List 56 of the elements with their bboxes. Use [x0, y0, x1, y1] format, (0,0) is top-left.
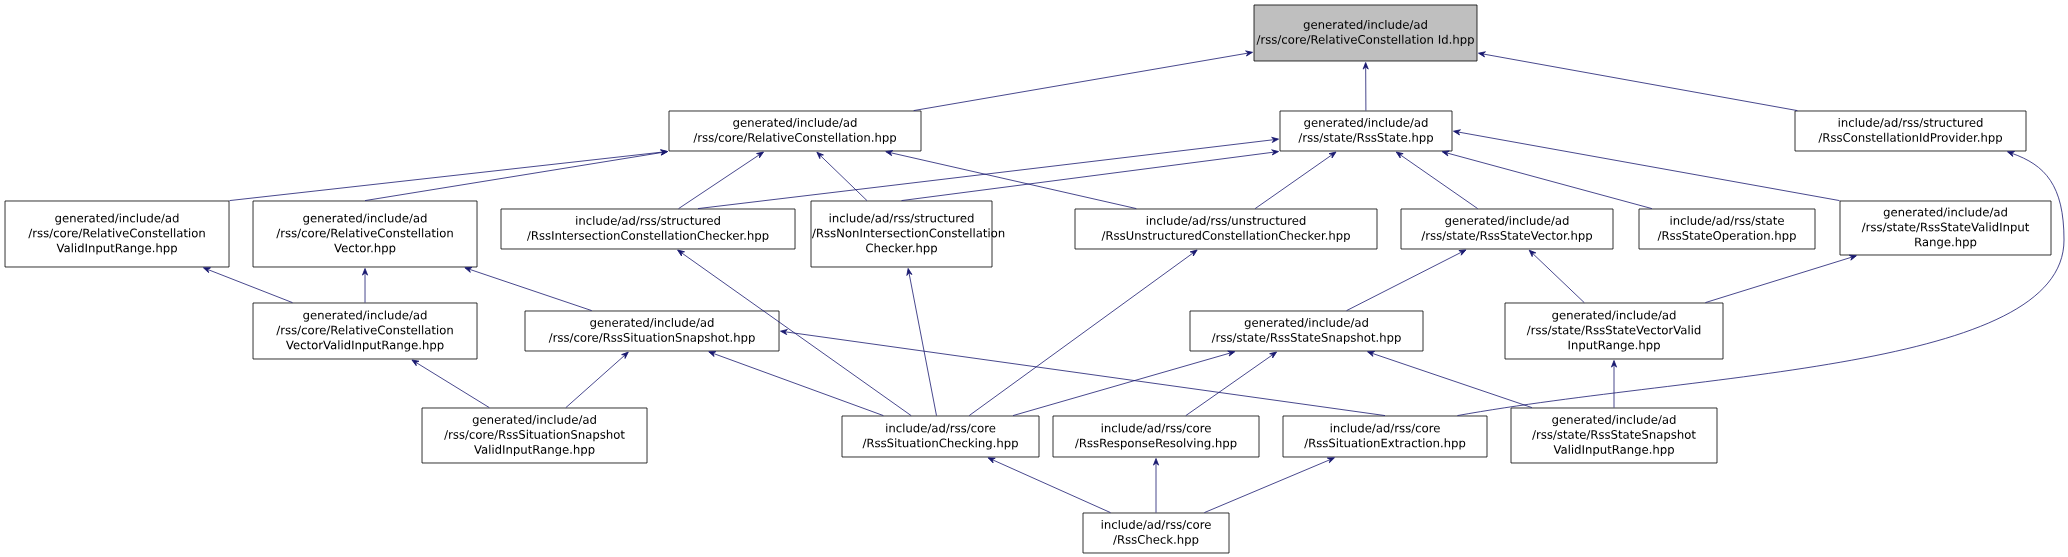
- file-box: generated/include/ad /rss/core/RelativeConstellation VectorValidInputRange.hpp: [252, 302, 478, 360]
- arrow: [780, 329, 1386, 416]
- file-box: generated/include/ad /rss/core/RelativeConstellation Id.hpp: [1253, 4, 1478, 62]
- arrow: [1441, 150, 1653, 209]
- file-box: include/ad/rss/structured /RssIntersectionConstellationChecker.hpp: [500, 208, 796, 250]
- arrow: [697, 136, 1279, 209]
- file-box: include/ad/rss/structured /RssConstellationIdProvider.hpp: [1794, 110, 2027, 152]
- arrow: [1346, 249, 1467, 311]
- arrow: [913, 50, 1253, 111]
- arrow: [1204, 457, 1335, 513]
- arrow: [708, 351, 884, 416]
- arrow: [906, 268, 937, 416]
- file-box: generated/include/ad /rss/core/RelativeConstellation.hpp: [668, 110, 922, 152]
- arrow: [1453, 129, 1840, 201]
- arrow: [677, 249, 912, 416]
- arrow: [1153, 458, 1159, 513]
- file-box: generated/include/ad /rss/state/RssStateVector.hpp: [1400, 208, 1614, 250]
- file-box: generated/include/ad /rss/core/RelativeConstellation Vector.hpp: [252, 200, 478, 268]
- arrow: [1395, 151, 1479, 209]
- file-box: include/ad/rss/core /RssSituationChecking.hpp: [841, 415, 1040, 458]
- file-box: generated/include/ad /rss/core/RssSituationSnapshot ValidInputRange.hpp: [421, 407, 648, 464]
- arrow: [464, 267, 593, 311]
- arrow: [987, 457, 1111, 513]
- arrow: [1611, 360, 1617, 408]
- file-box: generated/include/ad /rss/state/RssStateVectorValid InputRange.hpp: [1504, 302, 1724, 360]
- arrow: [565, 351, 629, 408]
- file-box: include/ad/rss/unstructured /RssUnstructuredConstellationChecker.hpp: [1074, 208, 1378, 250]
- file-box: generated/include/ad /rss/state/RssStateValidInput Range.hpp: [1839, 200, 2052, 256]
- arrow: [1478, 51, 1798, 111]
- file-box: generated/include/ad /rss/state/RssState.hpp: [1279, 110, 1453, 152]
- file-box: generated/include/ad /rss/state/RssStateSnapshot ValidInputRange.hpp: [1510, 407, 1718, 464]
- arrow: [1185, 351, 1277, 416]
- arrow: [1457, 151, 2065, 416]
- file-box: include/ad/rss/core /RssSituationExtraction.hpp: [1282, 415, 1488, 458]
- arrow: [678, 151, 764, 209]
- arrow: [411, 359, 490, 408]
- arrow: [968, 249, 1198, 416]
- arrow: [1362, 62, 1369, 111]
- arrow: [362, 268, 368, 303]
- arrow: [885, 150, 1137, 209]
- arrow: [1705, 254, 1857, 303]
- arrow: [1528, 249, 1585, 303]
- file-box: include/ad/rss/state /RssStateOperation.hpp: [1638, 208, 1816, 250]
- file-box: include/ad/rss/core /RssResponseResolving.hpp: [1052, 415, 1260, 458]
- arrow: [1254, 151, 1337, 209]
- file-box: generated/include/ad /rss/core/RelativeConstellation ValidInputRange.hpp: [4, 200, 230, 268]
- arrow: [1367, 351, 1533, 408]
- file-box: include/ad/rss/core /RssCheck.hpp: [1082, 512, 1230, 554]
- arrow: [1012, 350, 1236, 416]
- arrow: [816, 151, 868, 201]
- arrow: [901, 149, 1279, 201]
- file-box: include/ad/rss/structured /RssNonIntersectionConstellation Checker.hpp: [810, 200, 1005, 268]
- arrow: [364, 149, 668, 201]
- arrow: [203, 267, 293, 303]
- file-box: generated/include/ad /rss/core/RssSituationSnapshot.hpp: [524, 310, 780, 352]
- file-box: generated/include/ad /rss/state/RssStateSnapshot.hpp: [1189, 310, 1424, 352]
